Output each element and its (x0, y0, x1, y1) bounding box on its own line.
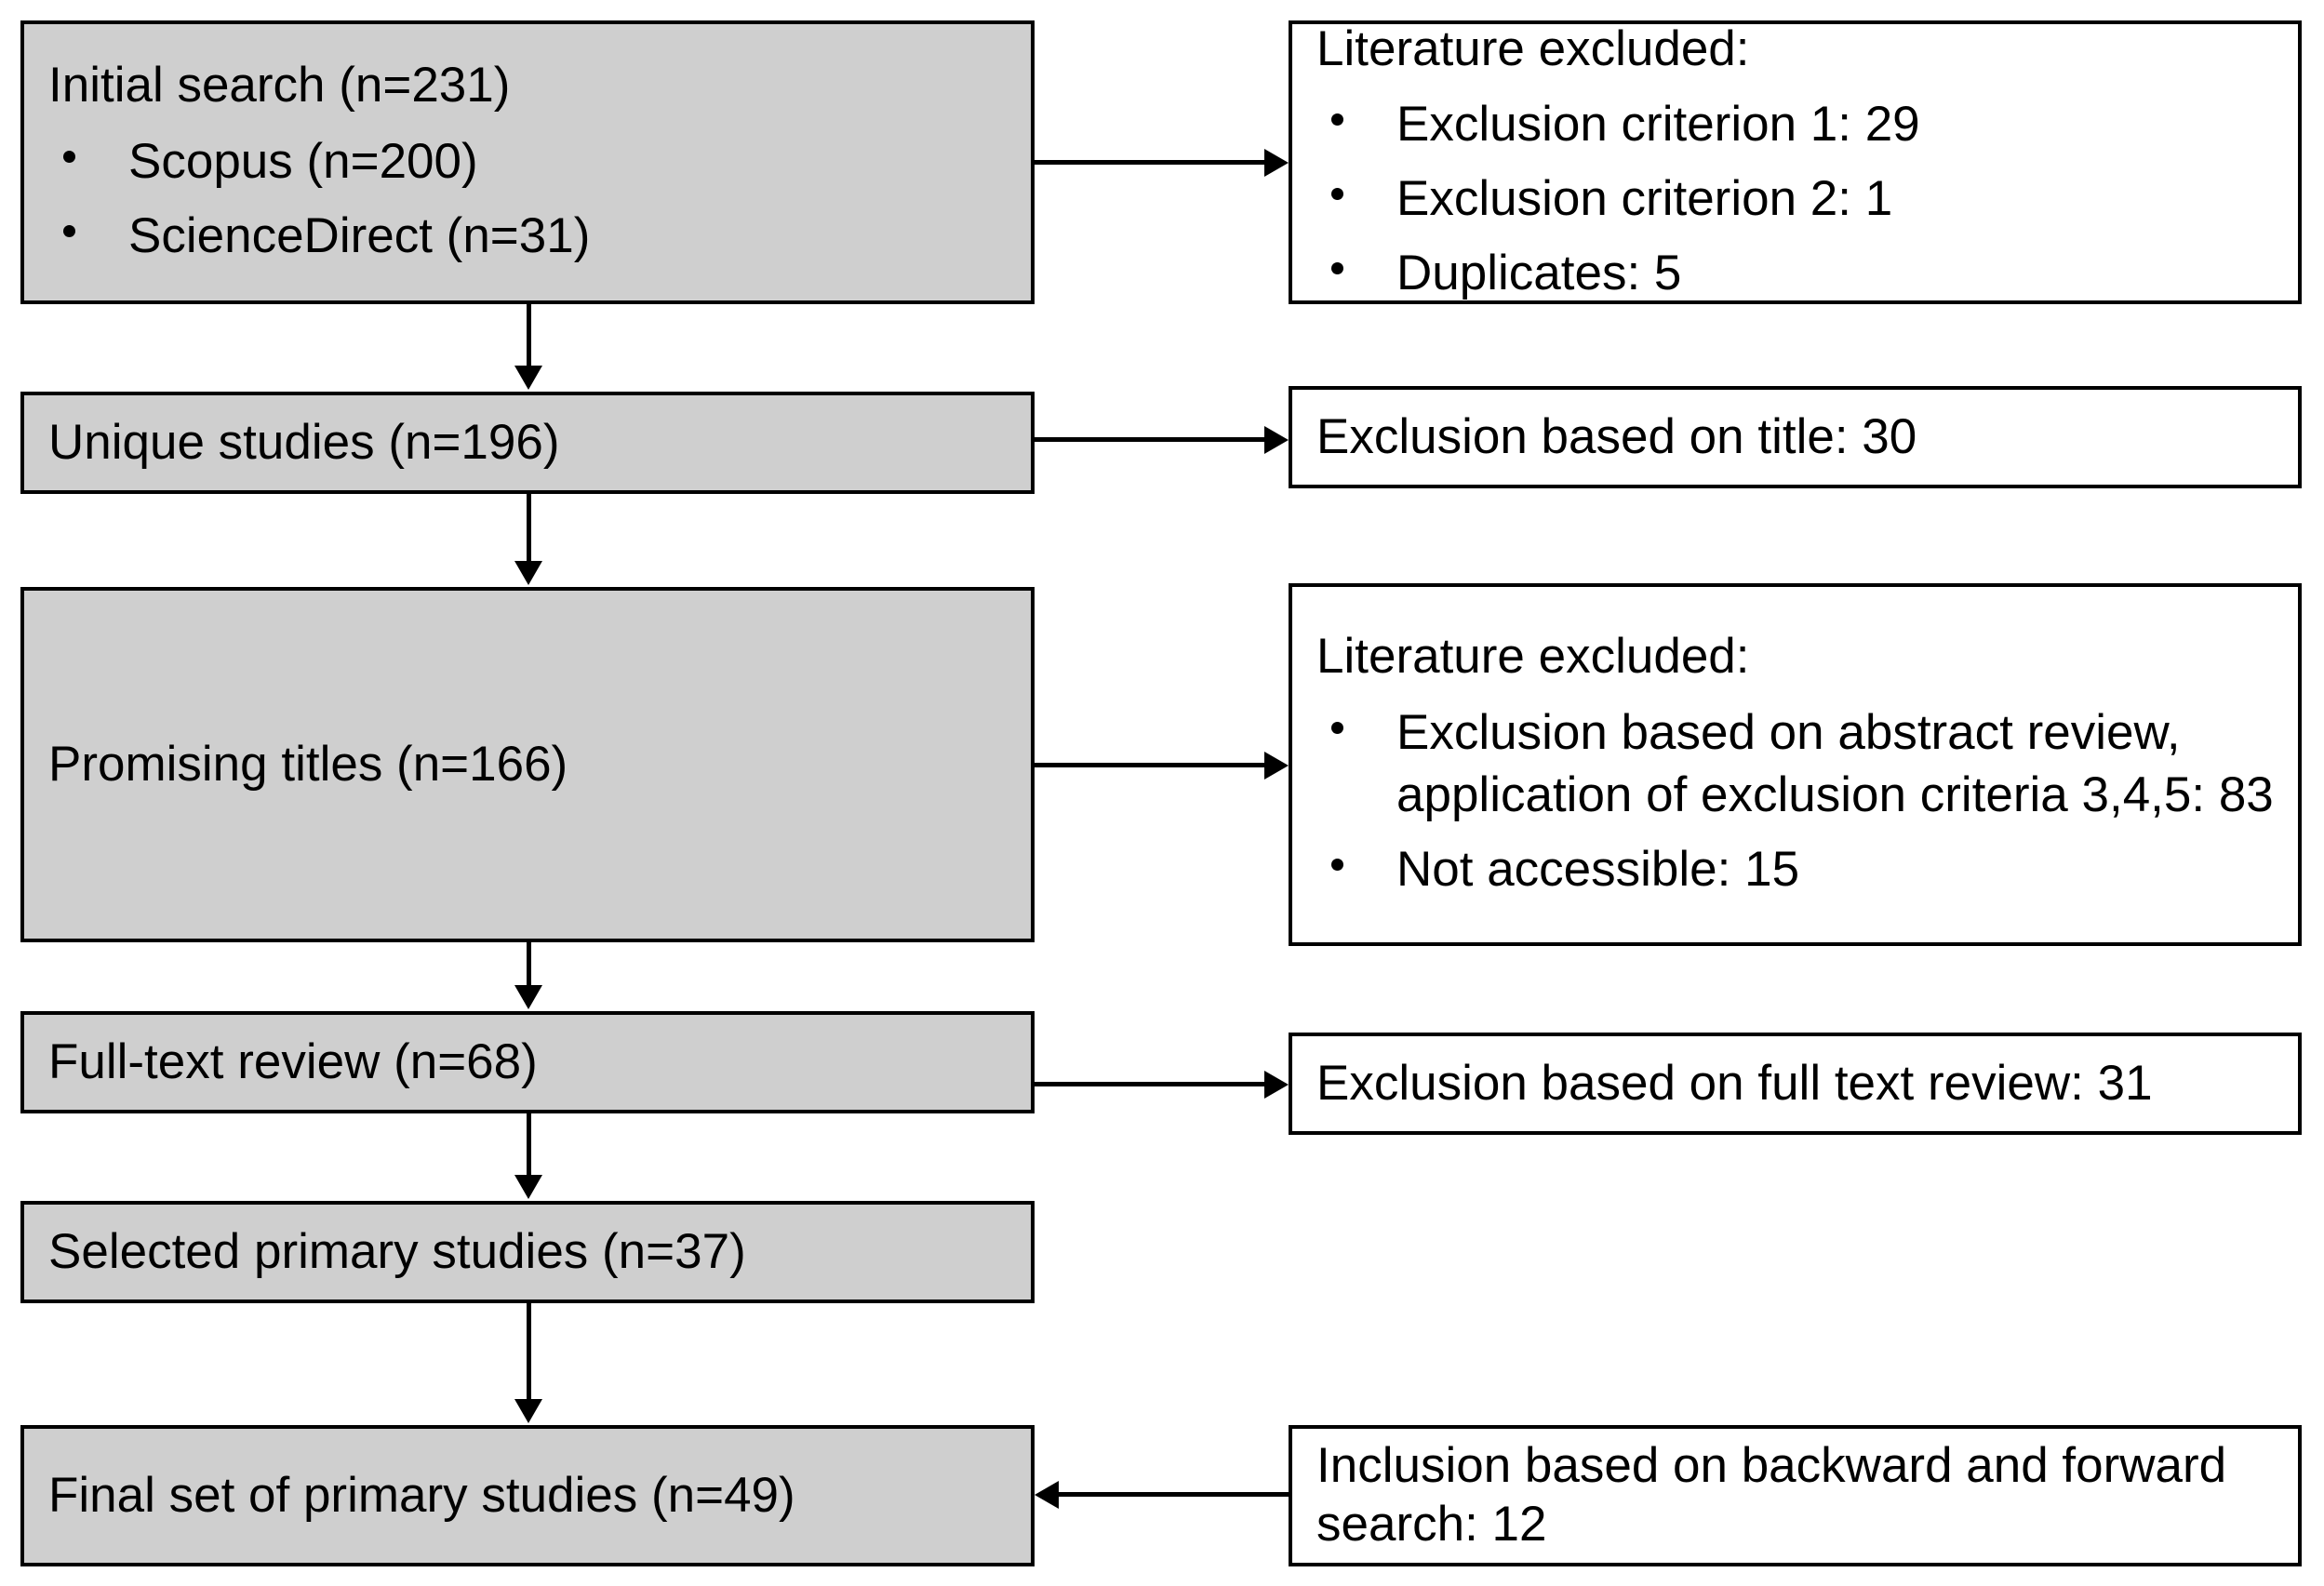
node-title: Initial search (n=231) (48, 58, 511, 113)
bullet-dot-icon (1331, 859, 1343, 872)
list-item: Exclusion criterion 2: 1 (1316, 167, 2274, 231)
connector-fulltext-to-fulltext-exclusion (1035, 1082, 1266, 1086)
bullet-list: Exclusion based on abstract review, appl… (1316, 692, 2274, 901)
arrow-right-icon (1264, 149, 1289, 177)
arrow-down-icon (514, 561, 542, 585)
connector-promising-to-fulltext (527, 942, 531, 987)
node-unique-studies: Unique studies (n=196) (20, 392, 1035, 494)
node-title: Literature excluded: (1316, 628, 1750, 684)
list-item: Scopus (n=200) (48, 130, 1007, 193)
list-item-label: Not accessible: 15 (1396, 842, 1800, 898)
connector-initial-to-unique (527, 304, 531, 367)
bullet-dot-icon (1331, 188, 1343, 201)
node-exclusion-based-on-title: Exclusion based on title: 30 (1289, 386, 2302, 488)
bullet-list: Scopus (n=200) ScienceDirect (n=31) (48, 121, 1007, 268)
node-initial-search: Initial search (n=231) Scopus (n=200) Sc… (20, 20, 1035, 304)
arrow-right-icon (1264, 752, 1289, 780)
node-final-primary-studies: Final set of primary studies (n=49) (20, 1425, 1035, 1566)
list-item-label: Exclusion criterion 1: 29 (1396, 97, 1920, 153)
connector-fulltext-to-selected (527, 1113, 531, 1177)
node-selected-primary-studies: Selected primary studies (n=37) (20, 1201, 1035, 1303)
node-title: Final set of primary studies (n=49) (48, 1467, 795, 1523)
list-item: Exclusion criterion 1: 29 (1316, 93, 2274, 156)
node-inclusion-backward-forward: Inclusion based on backward and forward … (1289, 1425, 2302, 1566)
connector-inclusion-to-final (1059, 1492, 1289, 1497)
node-title: Promising titles (n=166) (48, 736, 568, 792)
bullet-dot-icon (1331, 721, 1343, 734)
bullet-list: Exclusion criterion 1: 29 Exclusion crit… (1316, 84, 2274, 304)
node-literature-excluded-2: Literature excluded: Exclusion based on … (1289, 583, 2302, 946)
node-title: Unique studies (n=196) (48, 414, 560, 470)
node-title: Selected primary studies (n=37) (48, 1223, 746, 1279)
connector-unique-to-promising (527, 494, 531, 563)
bullet-dot-icon (63, 151, 75, 164)
list-item-label: ScienceDirect (n=31) (128, 207, 591, 263)
list-item-label: Duplicates: 5 (1396, 245, 1682, 300)
node-literature-excluded-1: Literature excluded: Exclusion criterion… (1289, 20, 2302, 304)
arrow-down-icon (514, 1399, 542, 1423)
bullet-dot-icon (1331, 261, 1343, 274)
bullet-dot-icon (63, 225, 75, 238)
node-title: Full-text review (n=68) (48, 1033, 538, 1089)
list-item: Not accessible: 15 (1316, 838, 2274, 901)
arrow-down-icon (514, 366, 542, 390)
connector-promising-to-excluded2 (1035, 763, 1266, 767)
node-title: Exclusion based on full text review: 31 (1316, 1055, 2153, 1111)
list-item: Duplicates: 5 (1316, 242, 2274, 305)
arrow-right-icon (1264, 426, 1289, 454)
node-promising-titles: Promising titles (n=166) (20, 587, 1035, 942)
node-title: Exclusion based on title: 30 (1316, 408, 1917, 464)
connector-selected-to-final (527, 1303, 531, 1401)
arrow-left-icon (1035, 1481, 1059, 1509)
node-title: Inclusion based on backward and forward … (1316, 1438, 2227, 1552)
connector-initial-to-excluded1 (1035, 160, 1266, 165)
arrow-down-icon (514, 985, 542, 1009)
list-item: ScienceDirect (n=31) (48, 205, 1007, 268)
node-title: Literature excluded: (1316, 20, 1750, 76)
connector-unique-to-title-exclusion (1035, 437, 1266, 442)
arrow-down-icon (514, 1175, 542, 1199)
list-item-label: Exclusion criterion 2: 1 (1396, 170, 1893, 226)
node-full-text-review: Full-text review (n=68) (20, 1011, 1035, 1113)
list-item-label: Scopus (n=200) (128, 133, 478, 189)
list-item-label: Exclusion based on abstract review, appl… (1396, 704, 2274, 823)
list-item: Exclusion based on abstract review, appl… (1316, 701, 2274, 828)
bullet-dot-icon (1331, 113, 1343, 127)
node-exclusion-based-on-full-text: Exclusion based on full text review: 31 (1289, 1033, 2302, 1135)
arrow-right-icon (1264, 1071, 1289, 1099)
